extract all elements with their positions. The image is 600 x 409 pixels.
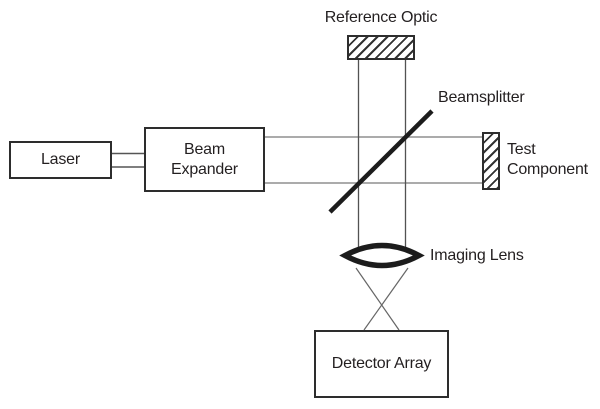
imaging-lens-label: Imaging Lens: [430, 247, 524, 264]
beam-expander-label-line1: Beam: [184, 140, 225, 158]
test-component-label: Test Component: [507, 140, 588, 180]
beamsplitter-label: Beamsplitter: [438, 89, 525, 106]
reference-optic-label: Reference Optic: [324, 9, 438, 26]
converging-beam-line-left: [355, 267, 400, 331]
test-component-label-line1: Test: [507, 141, 536, 158]
imaging-lens-shape: [339, 242, 425, 269]
test-component-label-line2: Component: [507, 161, 588, 178]
detector-array-box: Detector Array: [314, 330, 449, 398]
detector-array-label: Detector Array: [331, 355, 432, 372]
converging-beam-line-right: [363, 267, 409, 331]
beam-expander-label: Beam Expander: [171, 140, 238, 180]
test-component-element: [482, 132, 500, 190]
laser-label: Laser: [40, 151, 81, 168]
beam-expander-box: Beam Expander: [144, 127, 265, 192]
beam-expander-label-line2: Expander: [171, 160, 238, 178]
beamsplitter-line: [328, 109, 434, 214]
reference-optic-element: [347, 35, 415, 60]
laser-box: Laser: [9, 141, 112, 179]
